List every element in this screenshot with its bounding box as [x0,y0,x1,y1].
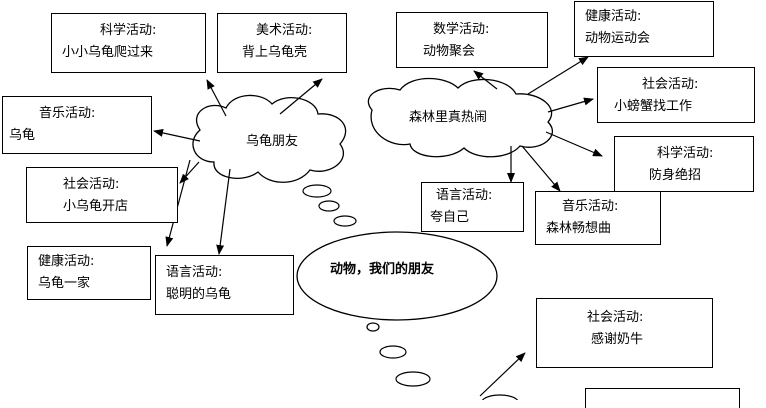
thought-bubble [395,371,431,387]
box-subtitle: 小螃蟹找工作 [614,99,693,114]
box-science-turtle: 科学活动: 小小乌龟爬过来 [51,13,206,73]
box-art-shell: 美术活动: 背上乌龟壳 [217,13,347,73]
box-subtitle: 小乌龟开店 [63,199,129,214]
box-health-family: 健康活动: 乌龟一家 [27,246,151,300]
arrow-to-math-party [473,70,498,90]
box-social-shop: 社会活动: 小乌龟开店 [26,167,178,223]
arrow-to-social-shop [179,161,200,184]
box-title: 美术活动: [256,23,313,38]
box-lang-boast: 语言活动: 夸自己 [421,182,524,232]
box-math-party: 数学活动: 动物聚会 [396,12,548,68]
box-title: 社会活动: [642,77,699,92]
arrow-to-music-forest [521,145,561,192]
box-subtitle: 聪明的乌龟 [166,287,232,302]
box-subtitle: 小小乌龟爬过来 [62,45,154,60]
center-label: 动物，我们的朋友 [330,262,435,277]
box-title: 语言活动: [166,265,223,280]
thought-bubble [318,200,340,212]
arrow-to-art-shell [279,78,323,115]
thought-bubble [379,345,407,359]
box-subtitle: 森林畅想曲 [546,221,612,236]
box-title: 健康活动: [38,254,95,269]
turtle-cloud-label: 乌龟朋友 [246,134,299,149]
box-title: 科学活动: [100,23,157,38]
box-subtitle: 乌龟 [9,128,36,143]
box-music-turtle: 音乐活动: 乌龟 [2,96,152,154]
box-subtitle: 防身绝招 [649,168,702,183]
arrow-to-social-cow [479,352,526,397]
box-title: 健康活动: [585,9,642,24]
box-subtitle: 乌龟一家 [38,276,91,291]
box-title: 社会活动: [63,177,120,192]
arrow-to-health-sports [527,56,589,95]
box-social-cow: 社会活动: 感谢奶牛 [536,298,713,368]
box-science-defense: 科学活动: 防身绝招 [614,136,754,192]
box-social-crab: 社会活动: 小螃蟹找工作 [597,67,755,123]
center-ellipse [296,231,498,321]
box-subtitle: 感谢奶牛 [591,332,644,347]
arrow-to-music-turtle [153,129,201,142]
arrow-to-science-defense [545,131,603,157]
arrow-to-social-crab [547,97,594,113]
forest-cloud-label: 森林里真热闹 [409,110,488,125]
box-subtitle: 夸自己 [430,210,470,225]
box-title: 语言活动: [436,188,493,203]
arrow-to-lang-clever [216,168,231,255]
thought-bubble [366,322,380,332]
box-title: 数学活动: [433,22,490,37]
box-title: 社会活动: [587,310,644,325]
forest-cloud-shape [367,77,554,158]
box-title: 音乐活动: [39,106,96,121]
box-health-sports: 健康活动: 动物运动会 [574,1,714,57]
box-subtitle: 动物聚会 [423,44,476,59]
box-title: 科学活动: [657,146,714,161]
box-lang-clever: 语言活动: 聪明的乌龟 [155,255,294,315]
box-music-forest: 音乐活动: 森林畅想曲 [535,191,661,245]
arrow-to-health-family [165,159,191,247]
box-title: 音乐活动: [562,199,619,214]
thought-bubble [333,215,357,227]
turtle-cloud-shape [192,94,347,183]
box-cut-off [585,388,740,408]
arrow-to-science-turtle [206,79,227,117]
thought-bubble [302,184,332,198]
thought-bubble [482,394,518,400]
box-subtitle: 背上乌龟壳 [242,45,308,60]
box-subtitle: 动物运动会 [585,31,651,46]
